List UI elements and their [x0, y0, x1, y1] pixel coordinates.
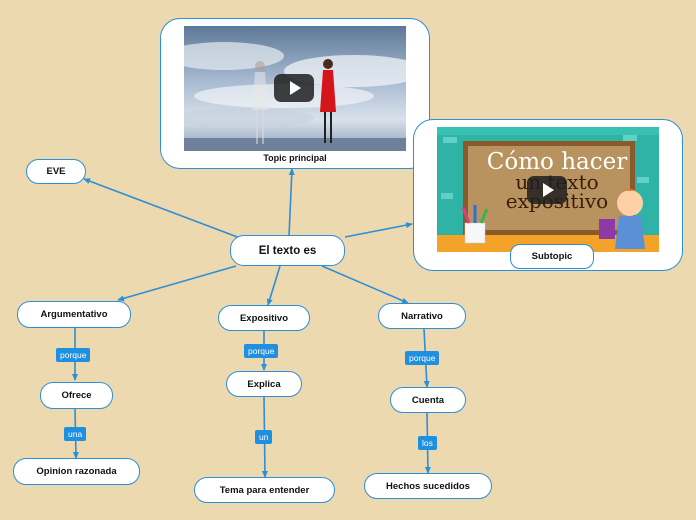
link-central-subtopic: [344, 222, 413, 238]
narrativo-node[interactable]: Narrativo: [378, 303, 466, 329]
central-node[interactable]: El texto es: [230, 235, 345, 266]
expositivo-node[interactable]: Expositivo: [218, 305, 310, 331]
link-label-una: una: [64, 427, 87, 441]
subtopic-video-thumbnail[interactable]: Cómo hacer un texto expositivo: [437, 127, 659, 252]
link-central-eve: [83, 178, 241, 239]
cuenta-node[interactable]: Cuenta: [390, 387, 466, 413]
topic-video-thumbnail[interactable]: [184, 26, 406, 151]
hechos-sucedidos-node[interactable]: Hechos sucedidos: [364, 473, 492, 499]
opinion-razonada-node[interactable]: Opinion razonada: [13, 458, 140, 485]
chalkboard-illustration: [437, 127, 659, 252]
link-label-porque-1: porque: [56, 348, 91, 362]
link-label-un: un: [255, 430, 273, 444]
link-label-los: los: [418, 436, 437, 450]
subtopic-card[interactable]: Cómo hacer un texto expositivo Subtopic: [413, 119, 683, 271]
link-label-porque-3: porque: [405, 351, 440, 365]
link-label-porque-2: porque: [244, 344, 279, 358]
tema-para-entender-node[interactable]: Tema para entender: [194, 477, 335, 503]
topic-card[interactable]: Topic principal: [160, 18, 430, 169]
eve-node[interactable]: EVE: [26, 159, 86, 184]
link-central-argumentativo: [117, 265, 237, 302]
argumentativo-node[interactable]: Argumentativo: [17, 301, 131, 328]
thumbnail-title-line1: Cómo hacer: [486, 149, 628, 175]
subtopic-caption[interactable]: Subtopic: [510, 244, 594, 269]
play-button-icon[interactable]: [527, 176, 567, 204]
link-central-narrativo: [321, 265, 409, 304]
explica-node[interactable]: Explica: [226, 371, 302, 397]
link-central-expositivo: [266, 265, 281, 306]
play-button-icon[interactable]: [274, 74, 314, 102]
topic-caption: Topic principal: [263, 153, 327, 163]
ofrece-node[interactable]: Ofrece: [40, 382, 113, 409]
link-central-topic: [288, 168, 295, 237]
